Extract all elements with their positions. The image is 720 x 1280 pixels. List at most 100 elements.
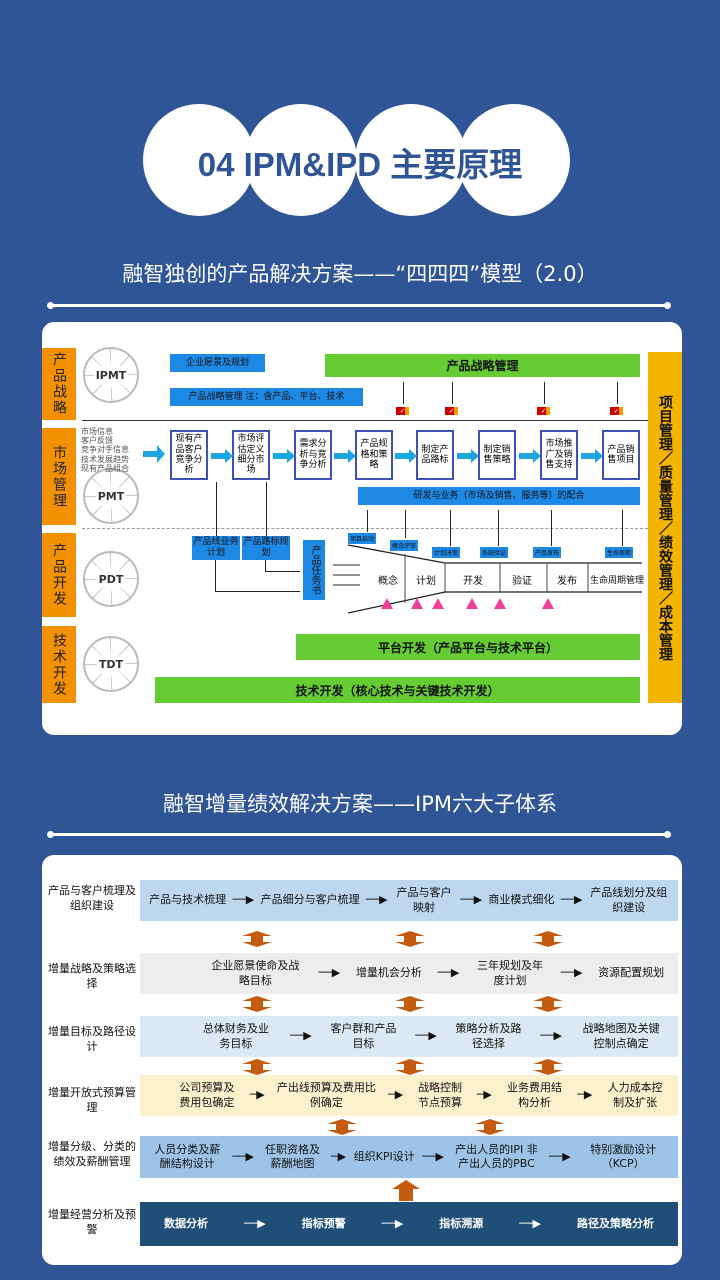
arrow-right-icon: ──▶ (460, 893, 483, 907)
dashed-divider (82, 528, 648, 529)
row-label: 增量战略及策略选择 (48, 962, 136, 990)
double-arrow-icon (242, 931, 272, 947)
plan-box: 产品路标规划 (242, 536, 290, 560)
step: 产出人员的IPI 非产出人员的PBC (455, 1142, 538, 1170)
bubble (458, 104, 570, 216)
input-item: 竞争对手信息 (81, 445, 129, 455)
ipd-funnel (333, 544, 642, 614)
arrow (452, 382, 453, 404)
section2-title: 融智增量绩效解决方案——IPM六大子体系 (163, 792, 557, 816)
stage-label: 验证 (512, 576, 532, 587)
arrow-right-icon: ──▶ (318, 966, 341, 980)
divider (47, 302, 671, 309)
arrow-right-icon: ──▶ (290, 1029, 312, 1043)
step: 企业愿景使命及战略目标 (211, 959, 300, 987)
arrow (450, 510, 451, 546)
stage-label: 发布 (557, 576, 577, 587)
step: 任职资格及薪酬地图 (265, 1142, 320, 1170)
arrow-right-icon: ──▶ (422, 1149, 444, 1163)
connector (265, 560, 266, 572)
bubble (355, 104, 467, 216)
stage-label: 开发 (463, 576, 483, 587)
double-arrow-icon (327, 1119, 357, 1135)
arrow-right-icon: ──▶ (365, 893, 388, 907)
subsystem-row: 总体财务及业务目标──▶ 客户群和产品目标──▶ 策略分析及路径选择──▶ 战略… (140, 1016, 678, 1057)
subsystem-row: 人员分类及薪酬结构设计──▶ 任职资格及薪酬地图─▶ 组织KPI设计──▶ 产出… (140, 1136, 678, 1178)
input-item: 现有产品组合 (81, 463, 129, 473)
checkpoint-icon: ✓ (396, 407, 409, 415)
double-arrow-icon (242, 1059, 272, 1075)
review-triangle-icon (466, 598, 478, 609)
subsystem-row: 数据分析──▶ 指标预警──▶ 指标溯源──▶ 路径及策略分析 (140, 1202, 678, 1246)
tech-bar: 技术开发（核心技术与关键技术开发） (155, 677, 640, 703)
divider (82, 420, 648, 421)
double-arrow-icon (242, 996, 272, 1012)
arrow-right-icon (143, 445, 165, 463)
subsystem-row: 公司预算及费用包确定─▶ 产出线预算及费用比例确定─▶ 战略控制节点预算─▶ 业… (140, 1075, 678, 1116)
double-arrow-icon (395, 931, 425, 947)
step: 三年规划及年度计划 (477, 959, 544, 987)
team-label: PMT (95, 485, 127, 507)
process-box: 需求分析与竞争分析 (294, 430, 332, 480)
step: 指标预警 (301, 1216, 346, 1230)
milestone-label: 产品发布 (533, 547, 562, 558)
arrow-right-icon: ──▶ (437, 966, 460, 980)
process-box: 产品销售项目 (602, 430, 640, 480)
subsystem-row: 产品与技术梳理──▶ 产品细分与客户梳理──▶ 产品与客户映射──▶ 商业模式细… (140, 880, 678, 921)
arrow-right-icon: ──▶ (560, 966, 583, 980)
process-box: 市场评估定义细分市场 (232, 430, 270, 480)
process-box: 市场推广及销售支持 (540, 430, 578, 480)
strategy-green-bar: 产品战略管理 (325, 354, 640, 377)
checkpoint-icon: ✓ (537, 407, 550, 415)
input-item: 技术发展趋势 (81, 454, 129, 464)
step: 公司预算及费用包确定 (179, 1081, 235, 1109)
process-box: 制定销售策略 (478, 430, 516, 480)
team-label: IPMT (93, 364, 129, 386)
process-box: 产品规格和策略 (355, 430, 393, 480)
arrow-right-icon: ──▶ (243, 1216, 266, 1230)
team-label: PDT (96, 568, 126, 590)
arrow-right-icon: ─▶ (388, 1088, 404, 1102)
review-triangle-icon (542, 598, 554, 609)
row-label: 产品与客户梳理及组织建设 (48, 884, 136, 912)
step: 战略地图及关键控制点确定 (582, 1022, 660, 1050)
step: 业务费用结构分析 (507, 1081, 563, 1109)
arrow (403, 382, 404, 404)
step: 产品线划分及组织建设 (590, 886, 668, 914)
row-label: 产品战略 (42, 348, 76, 420)
up-arrow-icon (392, 1180, 420, 1189)
team-wheel: TDT (83, 636, 139, 692)
milestone-label: 系统验证 (480, 547, 509, 558)
double-arrow-icon (533, 931, 563, 947)
plan-box: 产品线业务计划 (192, 536, 240, 560)
platform-bar: 平台开发（产品平台与技术平台） (296, 634, 640, 660)
arrow-right-icon (273, 449, 295, 463)
step: 资源配置规划 (598, 966, 665, 980)
step: 策略分析及路径选择 (455, 1022, 522, 1050)
arrow (544, 382, 545, 404)
double-arrow-icon (395, 996, 425, 1012)
bubble (143, 104, 255, 216)
step: 产出线预算及费用比例确定 (276, 1081, 376, 1109)
row-label: 增量开放式预算管理 (48, 1086, 136, 1114)
step: 路径及策略分析 (576, 1216, 654, 1230)
milestone-label: 项目启动 (348, 533, 377, 544)
team-label: TDT (96, 653, 126, 675)
arrow-right-icon: ──▶ (415, 1029, 437, 1043)
arrow-right-icon (457, 449, 479, 463)
charter-box: 产品任务书 (303, 540, 325, 600)
step: 人员分类及薪酬结构设计 (154, 1142, 221, 1170)
row-label: 市场管理 (42, 428, 76, 525)
subsystem-row: 企业愿景使命及战略目标──▶ 增量机会分析──▶ 三年规划及年度计划──▶ 资源… (140, 953, 678, 994)
checkpoint-icon: ✓ (610, 407, 623, 415)
up-arrow-icon (399, 1188, 413, 1201)
row-label: 技术开发 (42, 626, 76, 703)
arrow (216, 482, 217, 536)
arrow-right-icon (334, 449, 356, 463)
step: 组织KPI设计 (353, 1149, 415, 1163)
input-item: 市场信息 (81, 427, 113, 436)
arrow-right-icon: ──▶ (232, 1149, 254, 1163)
divider (47, 831, 671, 838)
stage-label: 计划 (416, 576, 436, 587)
arrow-right-icon: ─▶ (577, 1088, 593, 1102)
